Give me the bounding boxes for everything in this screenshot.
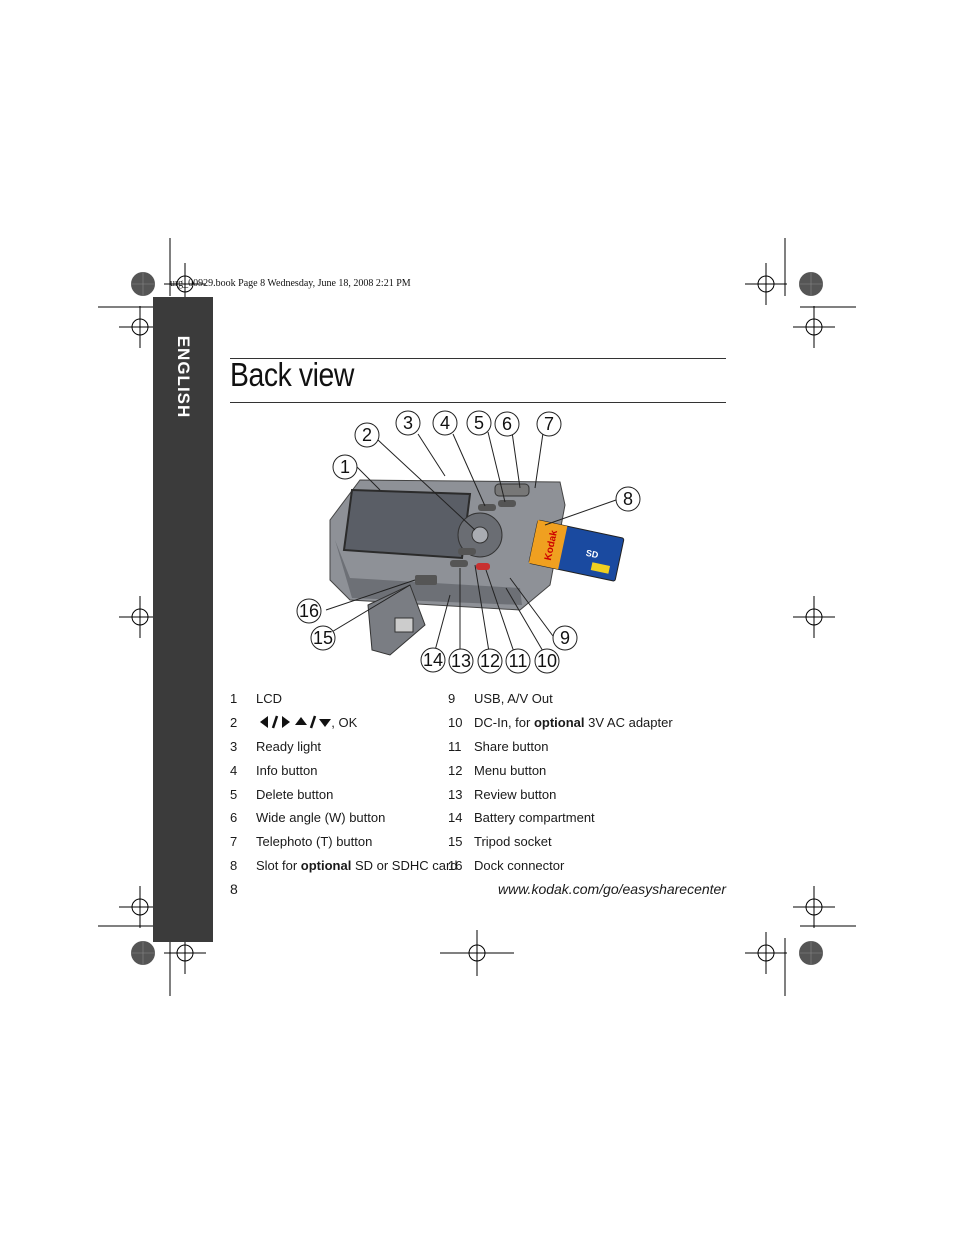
callout-14: 14 bbox=[423, 650, 443, 670]
camera-back-illustration: Kodak SD bbox=[296, 410, 641, 674]
card-label: SD bbox=[585, 548, 600, 560]
title-rule-bottom bbox=[230, 402, 726, 403]
support-url-link[interactable]: www.kodak.com/go/easysharecenter bbox=[498, 881, 726, 897]
callout-8: 8 bbox=[623, 489, 633, 509]
callout-11: 11 bbox=[509, 651, 528, 671]
callout-1: 1 bbox=[340, 457, 350, 477]
callout-15: 15 bbox=[313, 628, 333, 648]
page-number: 8 bbox=[230, 881, 238, 897]
language-tab: ENGLISH bbox=[167, 323, 199, 443]
callout-5: 5 bbox=[474, 413, 484, 433]
left-right-arrows-icon bbox=[259, 715, 290, 729]
callout-4: 4 bbox=[440, 413, 450, 433]
callout-13: 13 bbox=[451, 651, 471, 671]
callout-7: 7 bbox=[544, 414, 554, 434]
print-header: urg_00929.book Page 8 Wednesday, June 18… bbox=[170, 278, 411, 289]
callout-12: 12 bbox=[480, 651, 500, 671]
callout-16: 16 bbox=[299, 601, 319, 621]
language-sidebar: ENGLISH bbox=[153, 297, 213, 942]
callout-3: 3 bbox=[403, 413, 413, 433]
callout-9: 9 bbox=[560, 628, 570, 648]
up-down-arrows-icon bbox=[295, 715, 332, 729]
callout-2: 2 bbox=[362, 425, 372, 445]
callout-6: 6 bbox=[502, 414, 512, 434]
language-label: ENGLISH bbox=[174, 335, 193, 419]
title-rule-top bbox=[230, 358, 726, 359]
callout-10: 10 bbox=[537, 651, 557, 671]
legend-item: 2 , OK bbox=[230, 715, 358, 730]
page-title: Back view bbox=[230, 356, 354, 393]
